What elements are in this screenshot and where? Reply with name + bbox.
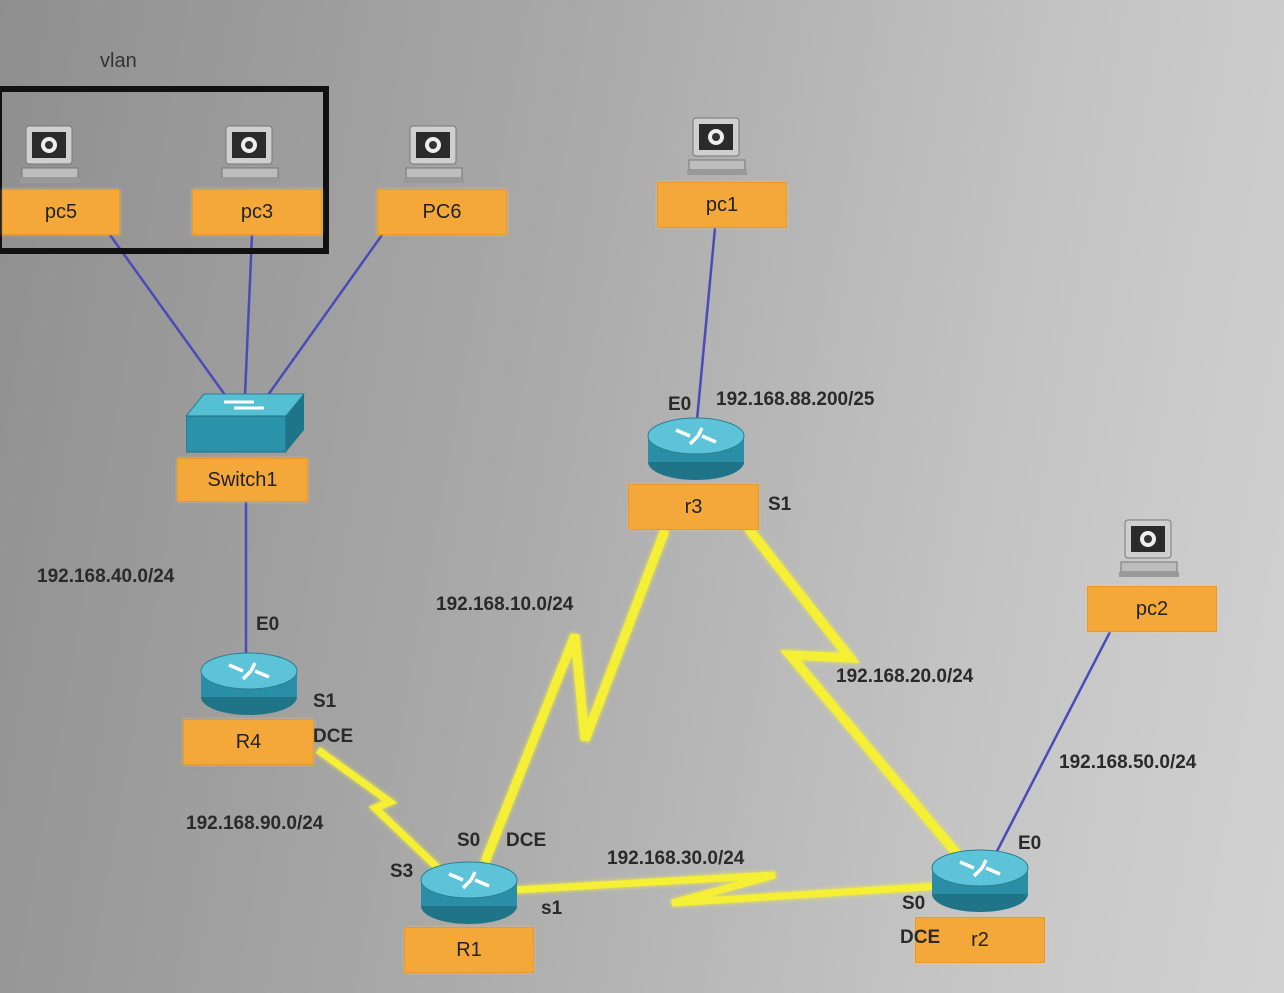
link-pc1-r3 bbox=[695, 227, 717, 421]
vlan-title: vlan bbox=[100, 50, 137, 72]
network-label-10: 192.168.10.0/24 bbox=[436, 594, 574, 615]
r4-router-icon bbox=[200, 652, 298, 715]
link-pc2-r2 bbox=[993, 631, 1112, 856]
switch1-label: Switch1 bbox=[177, 458, 308, 502]
r4-label: R4 bbox=[183, 719, 314, 765]
r4-s1-interface: S1 bbox=[313, 691, 337, 712]
network-label-40: 192.168.40.0/24 bbox=[37, 566, 175, 587]
pc6-computer-icon bbox=[404, 125, 464, 183]
r1-s0-interface: S0 bbox=[457, 830, 481, 851]
pc2-computer-icon bbox=[1119, 519, 1179, 577]
r2-s0-interface: S0 bbox=[902, 893, 926, 914]
r1-s3-interface: S3 bbox=[390, 861, 414, 882]
r3-e0-interface: E0 bbox=[668, 394, 692, 415]
r3-e0-ip-label: 192.168.88.200/25 bbox=[716, 389, 875, 410]
r2-dce-interface: DCE bbox=[900, 927, 941, 948]
network-label-30: 192.168.30.0/24 bbox=[607, 848, 745, 869]
pc2-label: pc2 bbox=[1087, 586, 1217, 632]
r2-label: r2 bbox=[915, 917, 1045, 963]
switch1-icon bbox=[186, 393, 306, 453]
r4-e0-interface: E0 bbox=[256, 614, 280, 635]
pc5-label: pc5 bbox=[2, 189, 120, 235]
link-r4-r1 bbox=[315, 747, 443, 873]
r1-s1-interface: s1 bbox=[541, 898, 563, 919]
pc3-computer-icon bbox=[220, 125, 280, 183]
r3-label: r3 bbox=[628, 484, 759, 530]
r1-router-icon bbox=[420, 861, 518, 924]
network-label-90: 192.168.90.0/24 bbox=[186, 813, 324, 834]
network-label-20: 192.168.20.0/24 bbox=[836, 666, 974, 687]
pc6-label: PC6 bbox=[377, 189, 507, 235]
pc5-computer-icon bbox=[20, 125, 80, 183]
r3-router-icon bbox=[647, 417, 745, 480]
link-pc6-switch1 bbox=[266, 234, 384, 396]
link-r1-r3 bbox=[480, 528, 670, 864]
link-r1-r2 bbox=[514, 871, 941, 907]
link-r3-r2 bbox=[744, 525, 962, 858]
r1-dce-interface: DCE bbox=[506, 830, 547, 851]
r3-s1-interface: S1 bbox=[768, 494, 792, 515]
vlan-group-box bbox=[0, 86, 329, 254]
link-pc3-switch1 bbox=[243, 234, 254, 396]
pc3-label: pc3 bbox=[192, 189, 322, 235]
r4-dce-interface: DCE bbox=[313, 726, 354, 747]
pc1-label: pc1 bbox=[657, 182, 787, 228]
network-label-50: 192.168.50.0/24 bbox=[1059, 752, 1197, 773]
r2-e0-interface: E0 bbox=[1018, 833, 1042, 854]
pc1-computer-icon bbox=[687, 117, 747, 175]
link-pc5-switch1 bbox=[108, 234, 227, 396]
r2-router-icon bbox=[931, 849, 1029, 912]
r1-label: R1 bbox=[404, 927, 534, 973]
